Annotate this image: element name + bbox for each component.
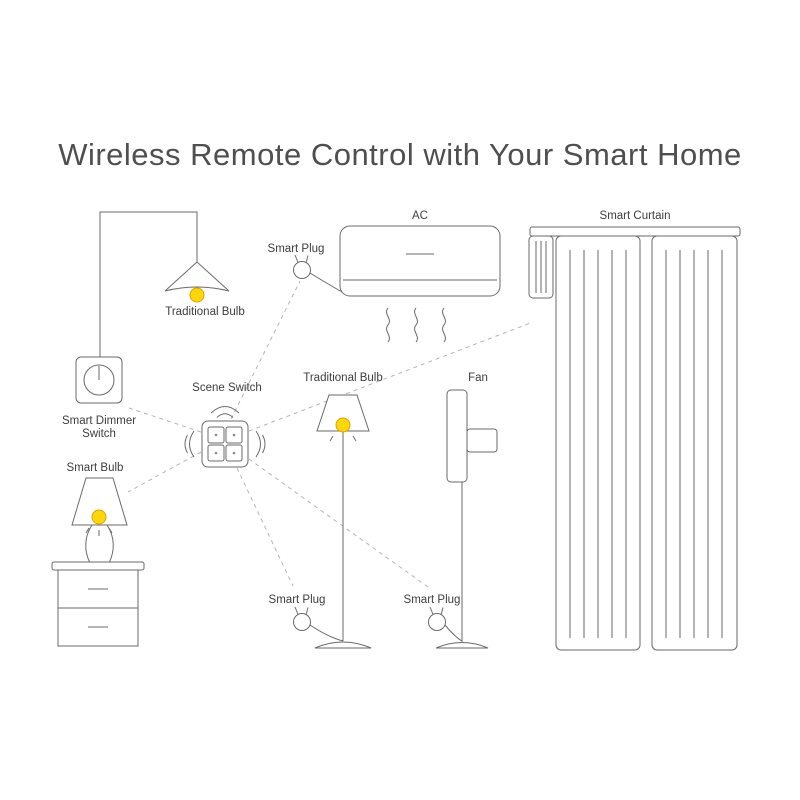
curtain-rail [529,226,741,237]
wireless-connections [125,280,534,588]
floor-lamp-bulb-icon [335,417,351,433]
button-dot-2 [232,433,236,437]
smart-plug-ac-prong-1 [294,254,299,263]
table-lamp-ray-3 [108,527,113,534]
connection-to-fan-plug [248,458,429,588]
fan-column [446,389,468,483]
fan-label: Fan [468,372,488,384]
table-lamp-ray-1 [85,527,90,534]
signal-left-outer-icon [189,430,195,458]
dimmer-label-line1: Smart Dimmer [62,415,136,427]
smart-plug-fan-icon [428,613,446,631]
floor-lamp-ray-1 [329,435,334,442]
smart-plug-floor-lamp: Smart Plug [269,594,344,642]
table-lamp-bulb-icon [91,509,107,525]
connection-to-dimmer [125,406,202,433]
curtain-bunched [528,235,554,299]
ac-unit: AC [339,210,501,343]
connection-to-floor-lamp-plug [236,467,294,587]
lamp-cord [99,211,198,358]
pendant-bulb-icon [189,287,205,303]
fan-base [435,642,489,649]
pendant-lamp: Traditional Bulb [99,211,245,358]
wifi-arc-inner-icon [216,413,234,418]
curtain-panel-left [555,235,641,651]
smart-plug-floor-cord [309,624,344,642]
floor-lamp: Traditional Bulb [303,372,383,649]
pendant-lamp-label: Traditional Bulb [165,306,244,318]
smart-plug-ac-cord [309,272,343,293]
pendant-shade [164,261,230,292]
smart-plug-ac: Smart Plug [268,243,343,293]
button-dot-3 [214,451,218,455]
smart-curtain: Smart Curtain [528,210,741,651]
floor-lamp-ray-3 [352,435,357,442]
connection-to-curtain [248,321,534,432]
floor-lamp-shade [316,394,370,432]
smart-plug-ac-label: Smart Plug [268,243,325,255]
smart-plug-floor-icon [293,613,311,631]
connection-to-smart-bulb [127,451,202,493]
floor-lamp-label: Traditional Bulb [303,372,382,384]
smart-plug-floor-prong-1 [294,606,299,615]
smart-plug-fan-prong-1 [429,606,434,615]
smart-bulb-lamp: Smart Bulb [51,462,145,647]
wifi-arc-outer-icon [210,406,240,414]
button-dot-4 [232,451,236,455]
signal-left-inner-icon [184,434,188,454]
ac-body [339,225,501,297]
smart-plug-ac-icon [293,261,311,279]
smart-plug-floor-prong-2 [305,607,309,616]
dimmer-label-line2: Switch [82,428,116,440]
signal-right-outer-icon [255,430,261,458]
table-lamp-shade [71,477,128,526]
diagram-title: Wireless Remote Control with Your Smart … [58,137,742,172]
smart-plug-fan-label: Smart Plug [404,594,461,606]
smart-bulb-label: Smart Bulb [67,462,124,474]
scene-switch-label: Scene Switch [192,382,262,394]
air-wave-2-icon [414,307,418,343]
smart-plug-fan-cord [444,624,463,642]
smart-curtain-label: Smart Curtain [600,210,671,222]
scene-switch: Scene Switch [184,382,266,468]
floor-lamp-base [314,641,372,649]
smart-plug-ac-prong-2 [305,255,309,264]
smart-plug-fan: Smart Plug [404,594,463,642]
smart-plug-floor-label: Smart Plug [269,594,326,606]
connection-to-ac-plug [230,280,301,420]
nightstand-top [51,561,145,571]
air-wave-1-icon [386,307,390,343]
fan-motor-box [466,428,498,453]
button-dot-1 [214,433,218,437]
air-wave-3-icon [442,307,446,343]
signal-right-inner-icon [262,434,266,454]
fan: Fan [435,372,498,649]
smart-plug-fan-prong-2 [440,607,444,616]
ac-label: AC [412,210,428,222]
smart-dimmer-switch: Smart Dimmer Switch [62,356,136,440]
curtain-panel-right [651,235,738,651]
